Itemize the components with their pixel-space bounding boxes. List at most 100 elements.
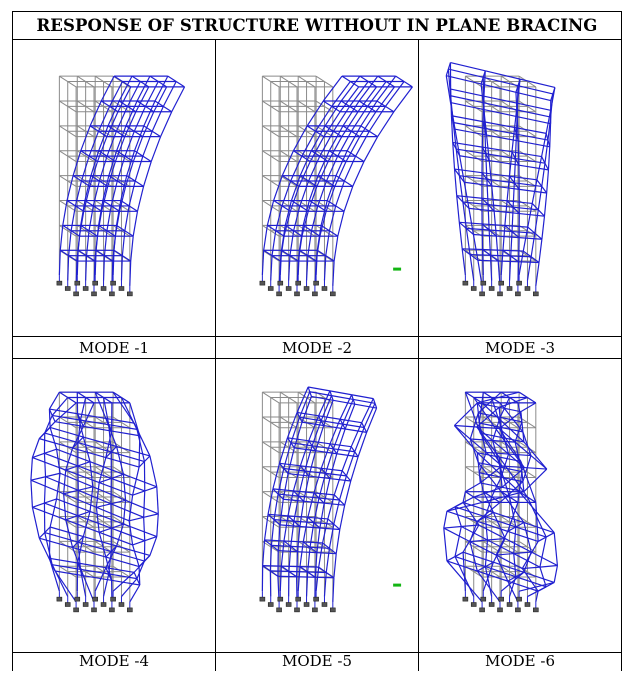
- support-node: [276, 291, 282, 297]
- support-node: [303, 286, 310, 291]
- support-node: [295, 280, 301, 286]
- support-group: [56, 275, 133, 297]
- support-group: [462, 275, 539, 297]
- table-title: RESPONSE OF STRUCTURE WITHOUT IN PLANE B…: [12, 11, 622, 40]
- support-node: [498, 596, 504, 602]
- support-node: [330, 607, 336, 613]
- support-node: [462, 280, 469, 286]
- support-node: [533, 607, 539, 613]
- support-node: [479, 607, 485, 613]
- mode-4-figure: [12, 358, 216, 653]
- support-node: [267, 602, 274, 607]
- support-node: [330, 291, 336, 297]
- support-node: [109, 607, 115, 613]
- support-node: [524, 286, 531, 291]
- support-node: [277, 280, 284, 286]
- support-node: [303, 602, 310, 607]
- support-node: [259, 596, 266, 602]
- support-node: [470, 286, 477, 291]
- support-node: [118, 602, 125, 607]
- support-node: [515, 607, 521, 613]
- support-group: [462, 591, 539, 613]
- support-node: [497, 291, 503, 297]
- support-node: [312, 291, 318, 297]
- support-node: [127, 291, 133, 297]
- support-node: [321, 286, 328, 291]
- support-group: [259, 275, 336, 297]
- support-node: [295, 596, 301, 602]
- mode-4-caption: MODE -4: [12, 652, 216, 671]
- support-node: [64, 286, 71, 291]
- support-node: [110, 596, 116, 602]
- support-node: [91, 291, 97, 297]
- support-node: [74, 280, 81, 286]
- support-node: [100, 602, 107, 607]
- support-node: [127, 607, 133, 613]
- support-node: [313, 280, 319, 286]
- support-node: [488, 286, 495, 291]
- support-node: [470, 602, 477, 607]
- support-node: [92, 596, 98, 602]
- support-group: [259, 591, 336, 613]
- deformed-frame: [58, 75, 186, 286]
- support-node: [462, 596, 469, 602]
- support-node: [118, 286, 125, 291]
- support-node: [524, 602, 531, 607]
- support-group: [56, 591, 133, 613]
- support-node: [82, 286, 89, 291]
- support-node: [294, 291, 300, 297]
- mode-1-caption: MODE -1: [12, 336, 216, 359]
- support-node: [64, 602, 71, 607]
- support-node: [267, 286, 274, 291]
- support-node: [497, 607, 503, 613]
- mode-2-figure: [215, 39, 419, 337]
- mode-4-drawing: [30, 391, 159, 613]
- green-marker: [393, 267, 402, 271]
- support-node: [109, 291, 115, 297]
- mode-shapes-table: RESPONSE OF STRUCTURE WITHOUT IN PLANE B…: [12, 11, 622, 671]
- support-node: [294, 607, 300, 613]
- support-node: [506, 602, 513, 607]
- support-node: [73, 607, 79, 613]
- support-node: [480, 596, 487, 602]
- support-node: [276, 607, 282, 613]
- support-node: [516, 596, 522, 602]
- mode-5-drawing: [259, 386, 402, 613]
- deformed-frame: [261, 386, 378, 602]
- mode-6-figure: [418, 358, 622, 653]
- support-node: [285, 602, 292, 607]
- support-node: [56, 596, 63, 602]
- support-node: [92, 280, 98, 286]
- support-node: [82, 602, 89, 607]
- support-node: [498, 280, 504, 286]
- mode-1-drawing: [56, 75, 186, 297]
- mode-3-drawing: [445, 61, 556, 297]
- support-node: [312, 607, 318, 613]
- support-node: [277, 596, 284, 602]
- mode-3-figure: [418, 39, 622, 337]
- support-node: [259, 280, 266, 286]
- mode-1-figure: [12, 39, 216, 337]
- mode-6-drawing: [443, 391, 559, 613]
- support-node: [506, 286, 513, 291]
- mode-2-drawing: [259, 75, 413, 297]
- support-node: [480, 280, 487, 286]
- support-node: [533, 291, 539, 297]
- support-node: [515, 291, 521, 297]
- support-node: [74, 596, 81, 602]
- deformed-frame: [443, 391, 559, 603]
- support-node: [488, 602, 495, 607]
- mode-2-caption: MODE -2: [215, 336, 419, 359]
- mode-3-caption: MODE -3: [418, 336, 622, 359]
- support-node: [321, 602, 328, 607]
- mode-5-caption: MODE -5: [215, 652, 419, 671]
- deformed-frame: [445, 61, 556, 287]
- support-node: [285, 286, 292, 291]
- support-node: [110, 280, 116, 286]
- mode-5-figure: [215, 358, 419, 653]
- support-node: [313, 596, 319, 602]
- green-marker: [393, 583, 402, 587]
- support-node: [73, 291, 79, 297]
- support-node: [100, 286, 107, 291]
- deformed-frame: [261, 75, 413, 286]
